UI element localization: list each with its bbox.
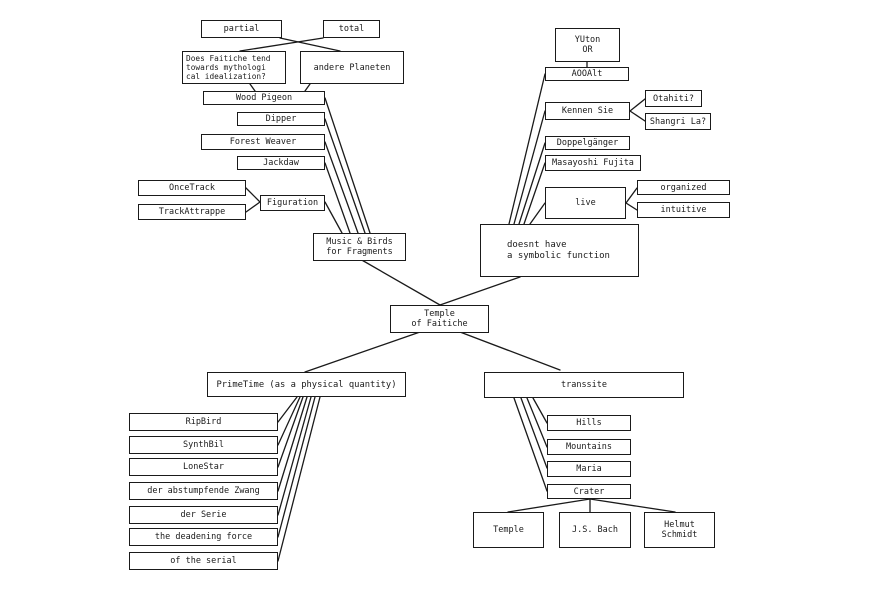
hub-music-birds: Music & Birds for Fragments xyxy=(313,233,406,261)
crater-child-temple: Temple xyxy=(473,512,544,548)
list-item-ripbird: RipBird xyxy=(129,413,278,431)
list-item-mountains: Mountains xyxy=(547,439,631,455)
otahiti-node: Otahiti? xyxy=(645,90,702,107)
andere-planeten-node: andere Planeten xyxy=(300,51,404,84)
list-item-of-the-serial: of the serial xyxy=(129,552,278,570)
crater-child-helmut-schmidt: Helmut Schmidt xyxy=(644,512,715,548)
oncetrack-node: OnceTrack xyxy=(138,180,246,196)
crater-child-js-bach: J.S. Bach xyxy=(559,512,631,548)
hub-symbolic-function: doesnt have a symbolic function xyxy=(480,224,639,277)
faitiche-question-node: Does Faitiche tend towards mythologi cal… xyxy=(182,51,286,84)
figuration-node: Figuration xyxy=(260,195,325,211)
center-node: Temple of Faitiche xyxy=(390,305,489,333)
jackdaw-node: Jackdaw xyxy=(237,156,325,170)
intuitive-node: intuitive xyxy=(637,202,730,218)
shangri-la-node: Shangri La? xyxy=(645,113,711,130)
list-item-lonestar: LoneStar xyxy=(129,458,278,476)
list-item-synthbil: SynthBil xyxy=(129,436,278,454)
aooalt-node: AOOAlt xyxy=(545,67,629,81)
doppelganger-node: Doppelgänger xyxy=(545,136,630,150)
kennen-sie-node: Kennen Sie xyxy=(545,102,630,120)
list-item-der-serie: der Serie xyxy=(129,506,278,524)
list-item-hills: Hills xyxy=(547,415,631,431)
live-node: live xyxy=(545,187,626,219)
wood-pigeon-node: Wood Pigeon xyxy=(203,91,325,105)
total-node: total xyxy=(323,20,380,38)
list-item-der-abstumpfende-zwang: der abstumpfende Zwang xyxy=(129,482,278,500)
dipper-node: Dipper xyxy=(237,112,325,126)
hub-transsite: transsite xyxy=(484,372,684,398)
trackattrappe-node: TrackAttrappe xyxy=(138,204,246,220)
masayoshi-fujita-node: Masayoshi Fujita xyxy=(545,155,641,171)
partial-node: partial xyxy=(201,20,282,38)
yuton-node: YUton OR xyxy=(555,28,620,62)
hub-primetime: PrimeTime (as a physical quantity) xyxy=(207,372,406,397)
list-item-crater: Crater xyxy=(547,484,631,499)
list-item-maria: Maria xyxy=(547,461,631,477)
list-item-the-deadening-force: the deadening force xyxy=(129,528,278,546)
organized-node: organized xyxy=(637,180,730,195)
forest-weaver-node: Forest Weaver xyxy=(201,134,325,150)
